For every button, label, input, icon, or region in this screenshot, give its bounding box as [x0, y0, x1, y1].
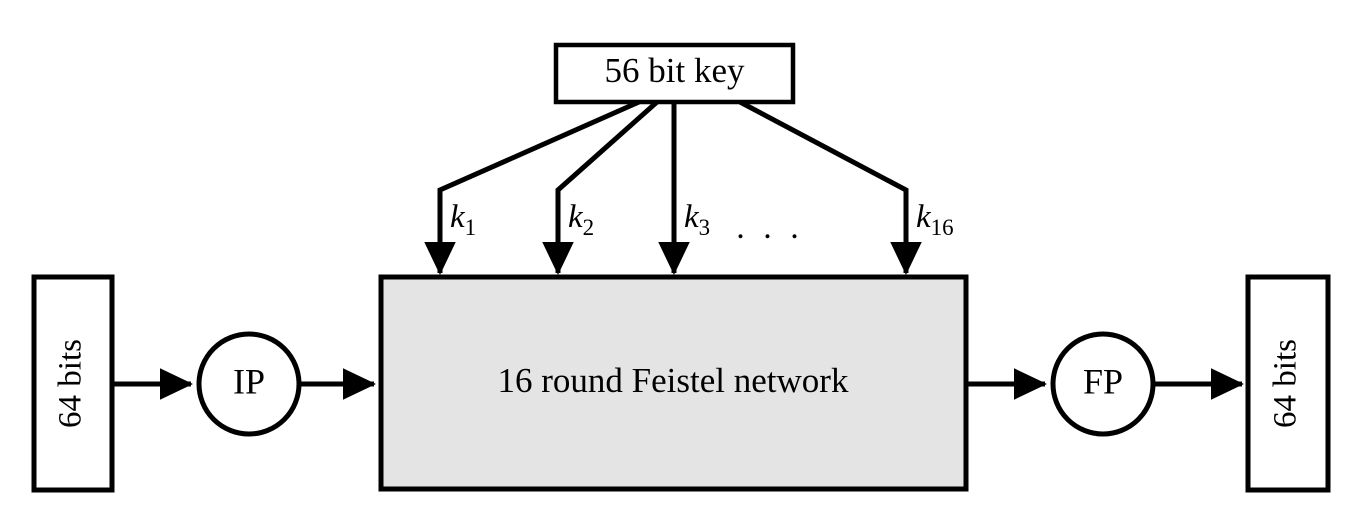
round-key-label-16: k16 — [916, 199, 954, 240]
round-key-label-2: k2 — [568, 199, 594, 240]
input-block-label: 64 bits — [53, 339, 89, 428]
key-block-label: 56 bit key — [605, 51, 745, 90]
key-line-2 — [542, 100, 659, 276]
feistel-block-label: 16 round Feistel network — [498, 361, 849, 400]
output-block-label: 64 bits — [1268, 339, 1304, 428]
round-key-ellipsis: . . . — [736, 209, 804, 246]
key-line-16 — [738, 99, 922, 276]
initial-permutation-label: IP — [233, 361, 265, 401]
input-block-box — [31, 274, 115, 493]
round-key-label-1: k1 — [450, 199, 476, 240]
output-block-box — [1245, 274, 1331, 493]
key-line-1 — [424, 99, 641, 276]
final-permutation-label: FP — [1083, 361, 1123, 401]
round-key-label-3: k3 — [684, 199, 710, 240]
